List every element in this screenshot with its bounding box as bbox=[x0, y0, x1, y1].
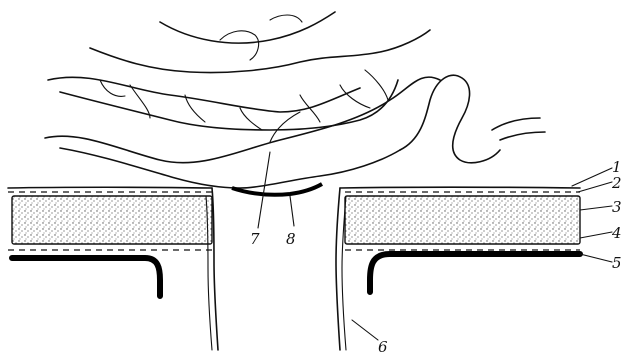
label-7: 7 bbox=[250, 230, 260, 248]
label-3: 3 bbox=[612, 198, 622, 216]
left-membrane-block bbox=[8, 187, 212, 296]
label-2: 2 bbox=[611, 174, 622, 192]
brain-tissue bbox=[45, 12, 545, 163]
central-channel bbox=[206, 188, 346, 350]
leader-lines bbox=[258, 152, 612, 340]
right-membrane-block bbox=[340, 187, 580, 292]
label-6: 6 bbox=[378, 338, 388, 356]
hatched-layer bbox=[232, 184, 322, 195]
label-8: 8 bbox=[286, 230, 296, 248]
label-4: 4 bbox=[611, 224, 622, 242]
label-5: 5 bbox=[612, 254, 622, 272]
